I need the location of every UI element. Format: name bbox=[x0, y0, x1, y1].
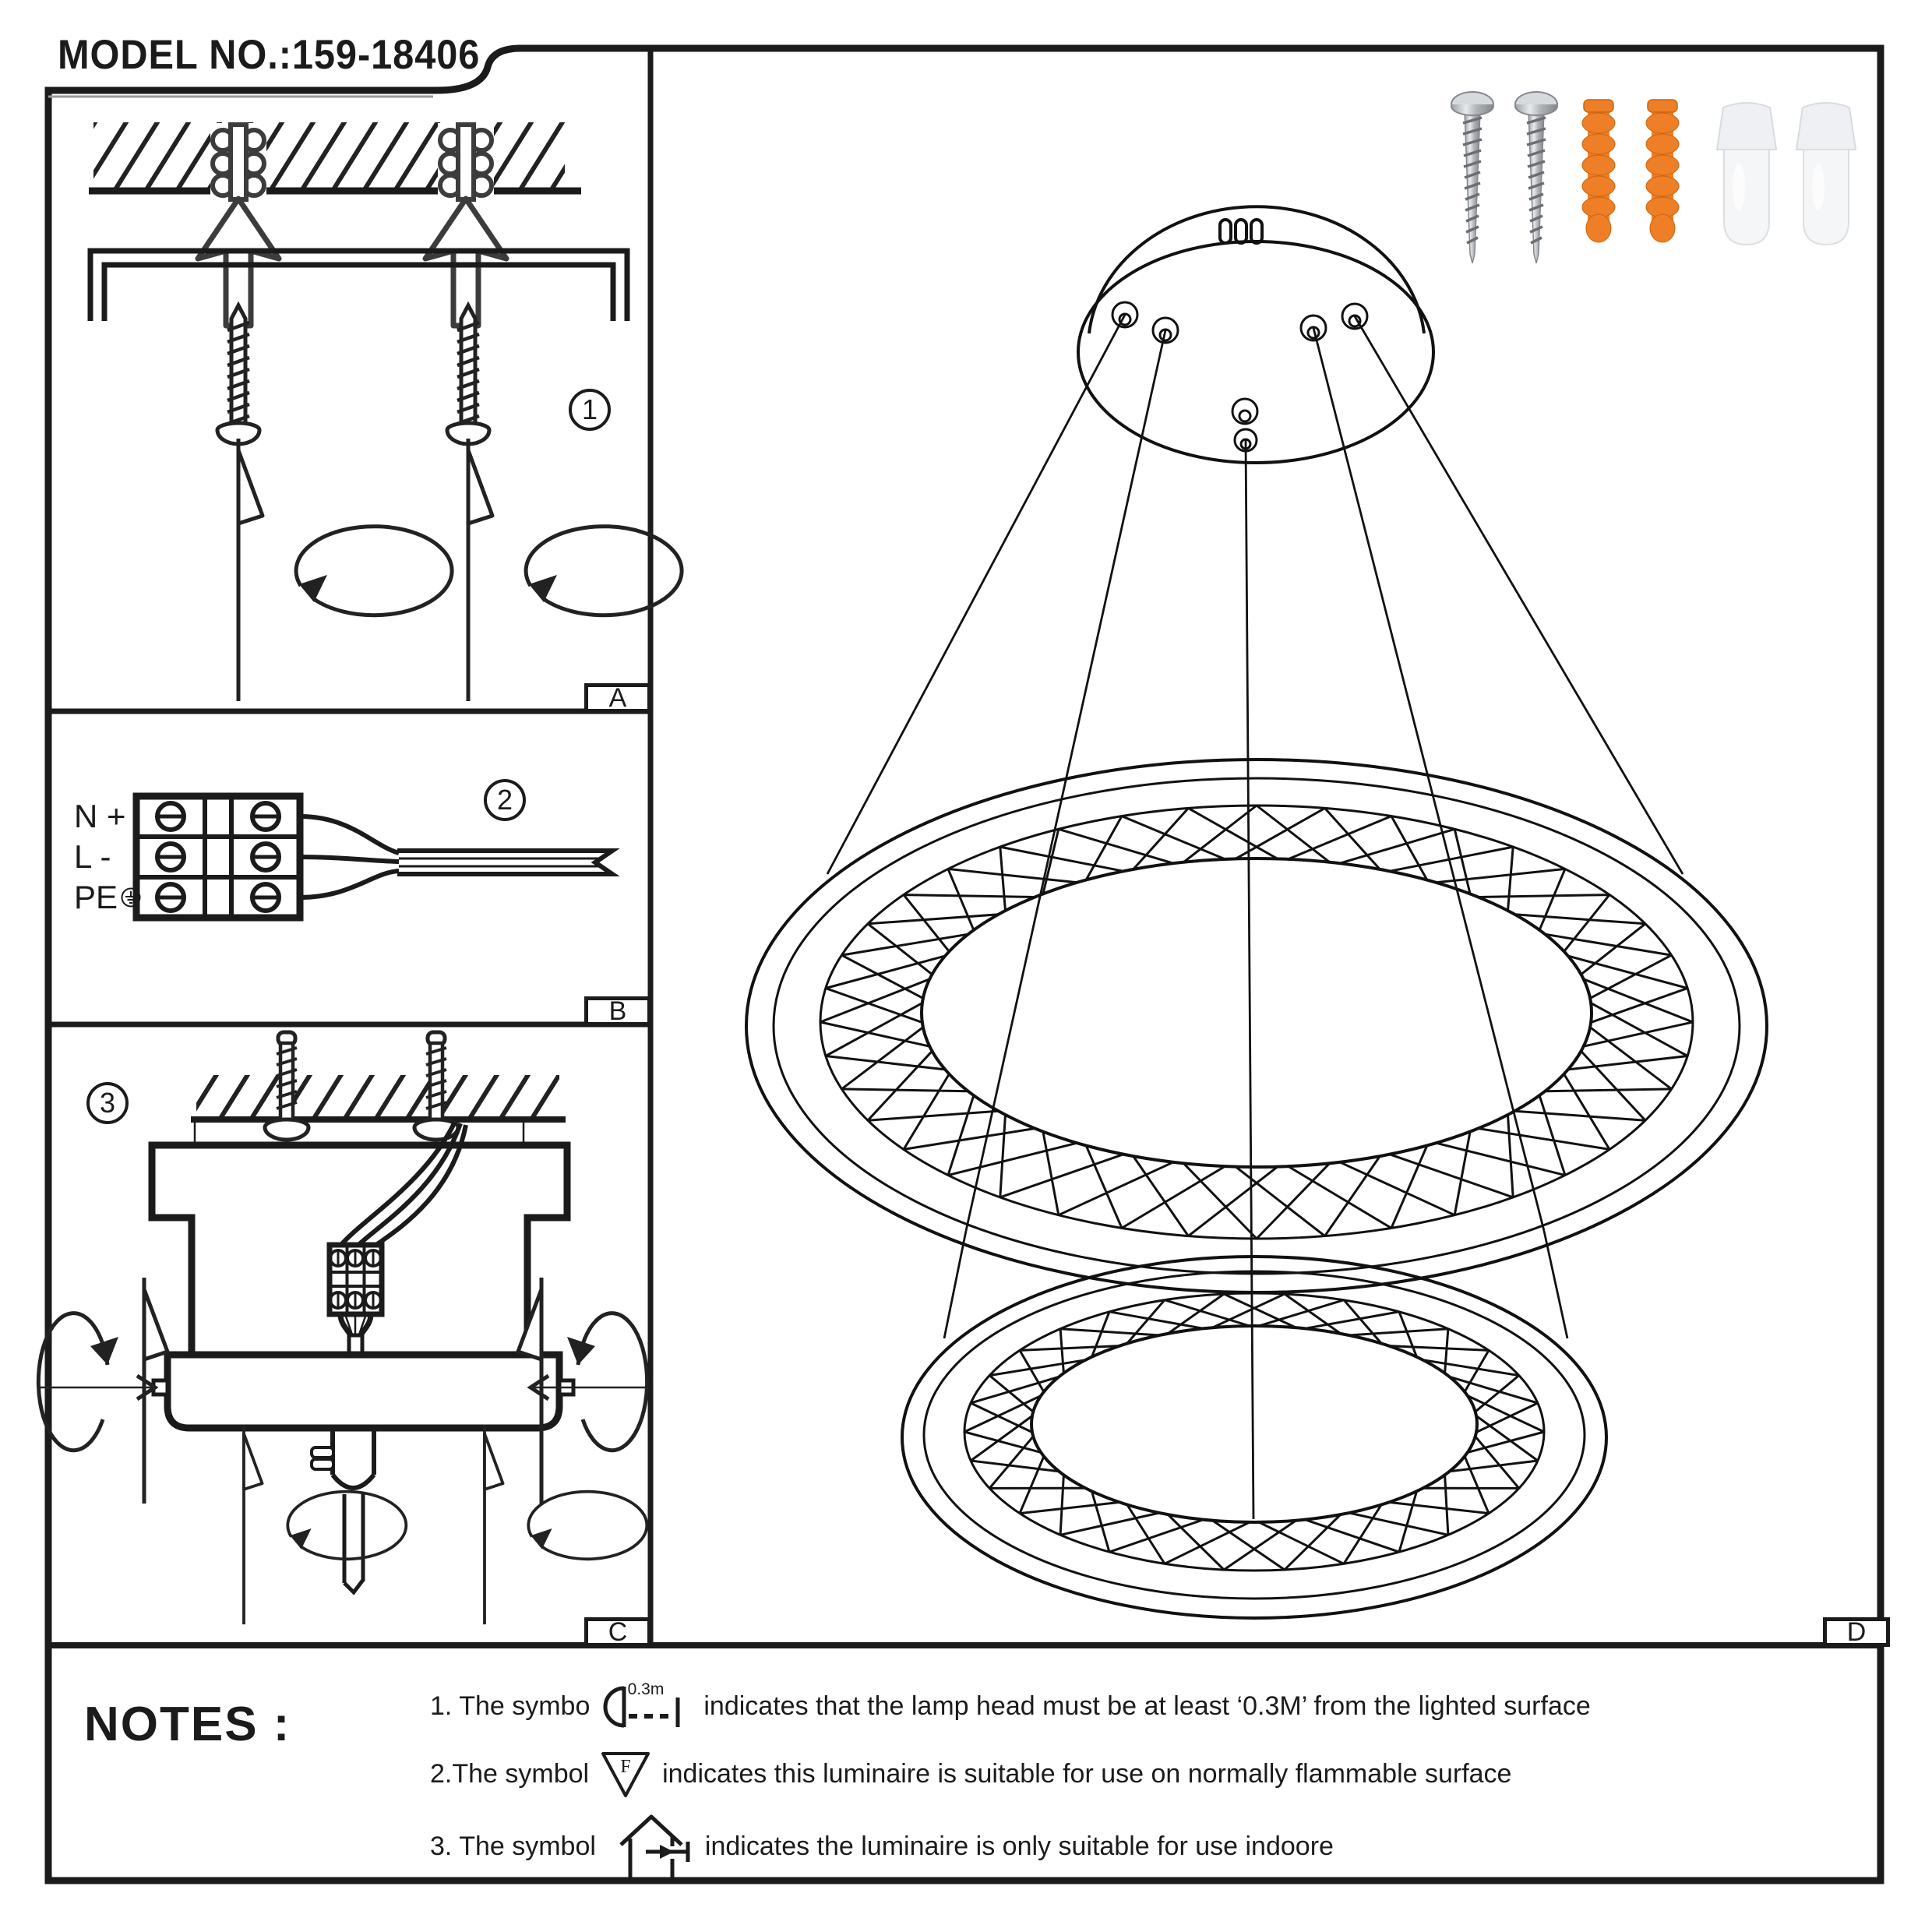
note-item-3: 3. The symbol indicates the luminaire is… bbox=[430, 1809, 1334, 1884]
terminal-block bbox=[132, 792, 304, 922]
indoor-use-only-icon bbox=[619, 1814, 690, 1881]
pendant-lamp-drawing bbox=[745, 205, 1768, 1620]
earth-ground-icon bbox=[121, 887, 141, 908]
panel-a-ceiling-mounting-diagram bbox=[87, 122, 682, 701]
panel-label-a: A bbox=[584, 683, 651, 713]
wire-connector-cap-icon bbox=[1715, 102, 1778, 246]
wall-anchor-icon bbox=[1581, 99, 1616, 243]
panel-b-wiring-diagram bbox=[132, 792, 620, 922]
crystal-lattice bbox=[964, 1292, 1545, 1571]
svg-text:0.3m: 0.3m bbox=[628, 1680, 665, 1698]
terminal-screw-icon bbox=[329, 1249, 383, 1310]
suspension-grommets bbox=[1111, 301, 1369, 453]
side-rotation-arrows bbox=[36, 1278, 650, 1504]
terminal-label-n: N + bbox=[74, 798, 126, 834]
panel-label-d: D bbox=[1823, 1617, 1890, 1647]
page-frame bbox=[44, 44, 1884, 1884]
ceiling-canopy bbox=[1077, 205, 1435, 464]
ceiling-hatch bbox=[93, 122, 565, 191]
panel-c-canopy-mounting-diagram bbox=[36, 1032, 650, 1627]
mounting-screw-icon bbox=[1514, 91, 1558, 264]
canopy-bar bbox=[151, 1351, 576, 1432]
flammable-surface-F-icon: F bbox=[601, 1752, 650, 1797]
hardware-kit bbox=[1451, 91, 1857, 264]
mounting-plate bbox=[148, 1119, 571, 1373]
cable-gland-and-rod bbox=[310, 1428, 376, 1595]
led-ring-large bbox=[745, 758, 1768, 1294]
strain-relief bbox=[337, 1313, 374, 1359]
suspension-wires bbox=[826, 314, 1684, 1520]
wire-connector-cap-icon bbox=[1795, 102, 1857, 246]
page-title: MODEL NO.:159-18406 bbox=[58, 32, 481, 78]
ceiling-hatch bbox=[196, 1075, 559, 1119]
notes-heading: NOTES : bbox=[84, 1698, 291, 1751]
mounting-bracket bbox=[87, 248, 630, 321]
terminal-screw-icon bbox=[155, 801, 281, 913]
led-ring-small bbox=[901, 1255, 1608, 1620]
wall-anchor-icon bbox=[1645, 99, 1680, 243]
panel-label-b: B bbox=[584, 996, 651, 1026]
panel-label-c: C bbox=[584, 1617, 651, 1647]
wires bbox=[337, 1120, 468, 1249]
step-number-1: 1 bbox=[569, 389, 611, 431]
step-number-3: 3 bbox=[86, 1082, 129, 1124]
supply-cable bbox=[299, 814, 620, 900]
note-item-2: 2.The symbol F indicates this luminaire … bbox=[430, 1747, 1511, 1801]
svg-text:F: F bbox=[620, 1757, 630, 1777]
step-number-2: 2 bbox=[484, 779, 526, 821]
terminal-label-l: L - bbox=[74, 838, 111, 875]
crystal-lattice bbox=[820, 804, 1694, 1240]
min-distance-0.3m-icon: 0.3m bbox=[603, 1680, 680, 1728]
mounting-screw-icon bbox=[1451, 91, 1494, 264]
terminal-block bbox=[326, 1242, 385, 1317]
note-item-1: 1. The symbo 0.3m indicates that the lam… bbox=[430, 1679, 1591, 1733]
terminal-label-pe: PE bbox=[74, 879, 141, 916]
